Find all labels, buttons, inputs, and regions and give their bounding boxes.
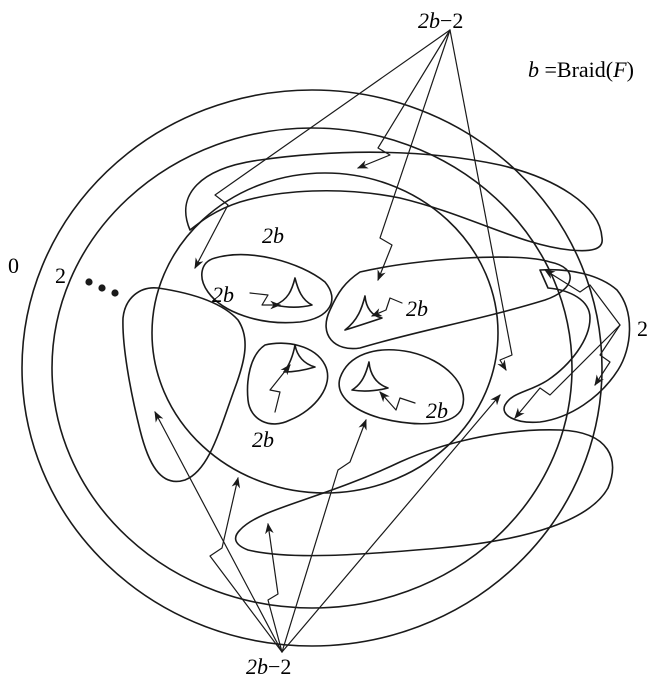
right-two-label: 2 [637,316,648,341]
cusp-bottom-right [351,361,389,392]
bottom-left-lobe [246,342,329,425]
ellipsis-dot-2 [98,284,106,292]
bottom-count-label: 2b−2 [246,654,291,679]
region-top-label: 2b [262,223,284,248]
outer-circle [21,89,603,647]
right-arrow-3 [514,324,621,419]
right-arrow-1 [544,269,621,326]
left-lobe [201,254,333,324]
cusp-bottom-left [283,344,316,373]
top-arrow-4 [449,29,513,371]
bottom-right-lobe [338,349,465,425]
bottom-arrow-5 [281,394,501,653]
top-arrow-2 [356,29,451,169]
top-count-suffix: −2 [440,8,463,33]
cusp-right [344,295,383,331]
region-left-label: 2b [212,282,234,307]
region-bottom-right-label: 2b [426,398,448,423]
middle-circle [51,127,573,609]
right-lobe [325,256,571,350]
top-arrow-3 [377,29,451,282]
right-lobe-arrow [371,297,403,317]
legend-arg: F [612,57,627,82]
legend-eq: =Braid( [539,57,613,82]
ellipsis-dot-1 [85,278,93,286]
region-right-label: 2b [406,296,428,321]
legend-var: b [528,57,539,82]
cusp-left [274,277,313,309]
bottom-arrow-2 [209,476,283,653]
region-bottom-left-label: 2b [252,427,274,452]
left-loop [122,287,246,483]
bottom-left-lobe-arrow [269,364,291,413]
bottom-band [234,429,614,557]
bottom-arrow-4 [281,418,367,653]
legend-close: ) [627,57,634,82]
bottom-arrow-3 [265,522,283,653]
top-lobe [185,151,603,252]
outer-two-label: 2 [55,263,66,288]
right-arrow-2 [594,324,621,386]
bottom-right-lobe-arrow [379,391,416,411]
outer-zero-label: 0 [8,253,19,278]
right-loop [503,268,631,424]
bottom-arrow-1 [154,411,283,653]
legend: b =Braid(F) [528,57,634,82]
ellipsis-dot-3 [111,289,119,297]
top-count-label: 2b−2 [418,8,463,33]
left-lobe-arrow [249,292,282,310]
top-arrow-1 [194,29,451,269]
